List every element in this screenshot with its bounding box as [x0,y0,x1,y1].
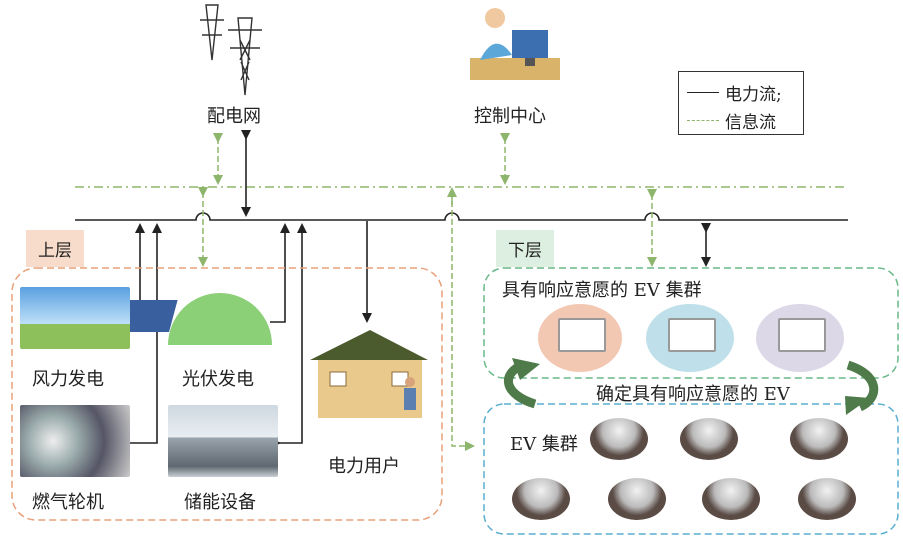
control-label: 控制中心 [474,106,546,127]
ev-icon [798,478,856,520]
ev-icon [558,318,606,352]
lower-layer-tag: 下层 [496,230,554,267]
ev-icon [790,418,848,460]
ev-icon [778,318,826,352]
transfer-arrow-right-head [845,396,870,415]
upper-layer-tag: 上层 [26,230,84,267]
ev-icon [680,418,738,460]
transfer-arrow-left-head [512,358,540,380]
gas-turbine-image [20,405,130,477]
legend: 电力流; 信息流 [678,71,804,135]
upper-layer-box [11,267,443,521]
ev-cluster-label: EV 集群 [510,434,578,455]
ev-determine-label: 确定具有响应意愿的 EV [596,384,790,405]
pv-power-line [270,223,290,323]
wind-farm-image [20,287,130,349]
power-bus [75,212,848,221]
ev-cluster-box [483,403,899,535]
transmission-tower-icon [200,4,262,96]
legend-power-row: 电力流; [687,80,782,105]
pv-label: 光伏发电 [182,369,254,390]
legend-power-label: 电力流; [725,85,782,105]
legend-info-row: 信息流 [687,108,776,133]
house-image [310,330,428,418]
ev-icon [668,318,716,352]
ev-icon [590,418,648,460]
storage-image [168,405,278,477]
legend-info-label: 信息流 [725,113,776,133]
control-center-icon [470,8,560,80]
storage-label: 储能设备 [184,492,256,513]
storage-power-line [271,223,307,448]
gas-power-line [128,223,162,444]
legend-info-swatch [687,120,719,121]
gas-label: 燃气轮机 [32,492,104,513]
legend-power-swatch [687,92,719,93]
ev-willing-label: 具有响应意愿的 EV 集群 [502,280,702,301]
ev-icon [608,478,666,520]
ev-icon [702,478,760,520]
transfer-arrow-right [846,360,879,412]
wind-label: 风力发电 [32,369,104,390]
ev-icon [512,478,570,520]
ev-cluster-info-line [451,192,475,451]
user-label: 电力用户 [328,456,400,477]
grid-label: 配电网 [207,106,261,127]
ev-willing-box [483,267,899,379]
